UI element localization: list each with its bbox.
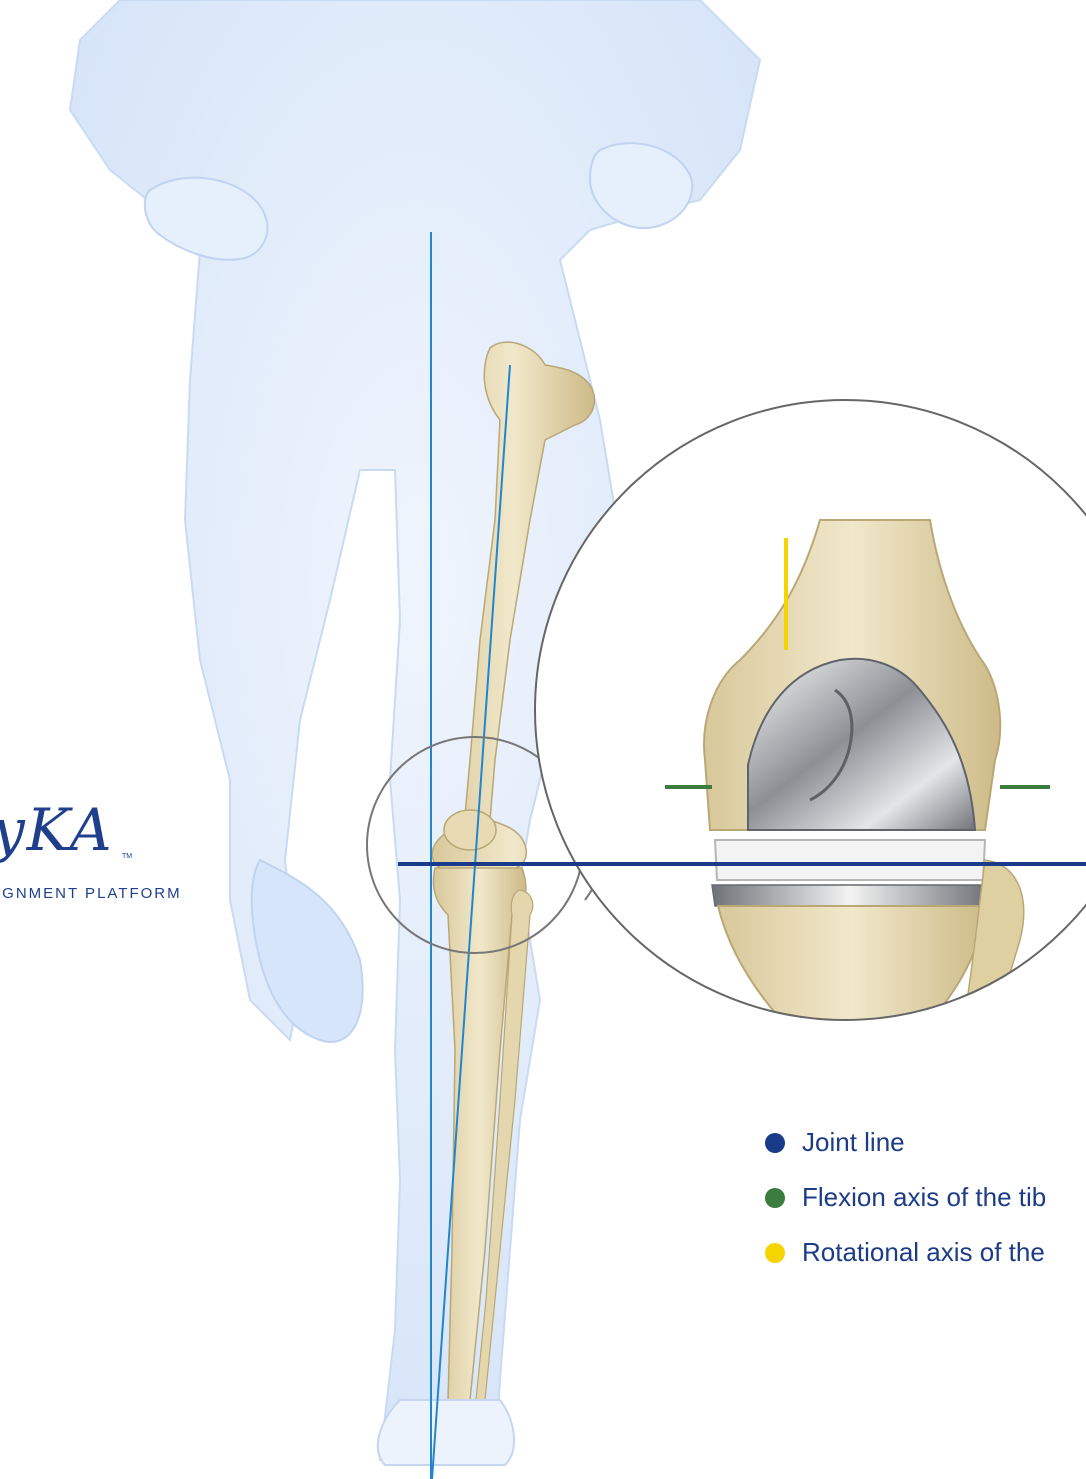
axis-legend: Joint line Flexion axis of the tib Rotat… (765, 1125, 1046, 1290)
magnified-knee-view (535, 400, 1086, 1040)
green-dot-icon (765, 1188, 785, 1208)
blue-dot-icon (765, 1133, 785, 1153)
legend-item-joint-line: Joint line (765, 1125, 1046, 1160)
patella (444, 810, 496, 850)
legend-label: Flexion axis of the tib (802, 1182, 1046, 1213)
legend-item-rotational-axis: Rotational axis of the (765, 1235, 1046, 1270)
logo-subtitle: IGNMENT PLATFORM (0, 885, 182, 902)
yellow-dot-icon (765, 1243, 785, 1263)
legend-label: Joint line (802, 1127, 905, 1158)
foot-bones (378, 1400, 514, 1465)
logo-wordmark: yKA (0, 800, 114, 860)
legend-label: Rotational axis of the (802, 1237, 1045, 1268)
legend-item-flexion-axis: Flexion axis of the tib (765, 1180, 1046, 1215)
logo-trademark: TM (122, 853, 132, 860)
